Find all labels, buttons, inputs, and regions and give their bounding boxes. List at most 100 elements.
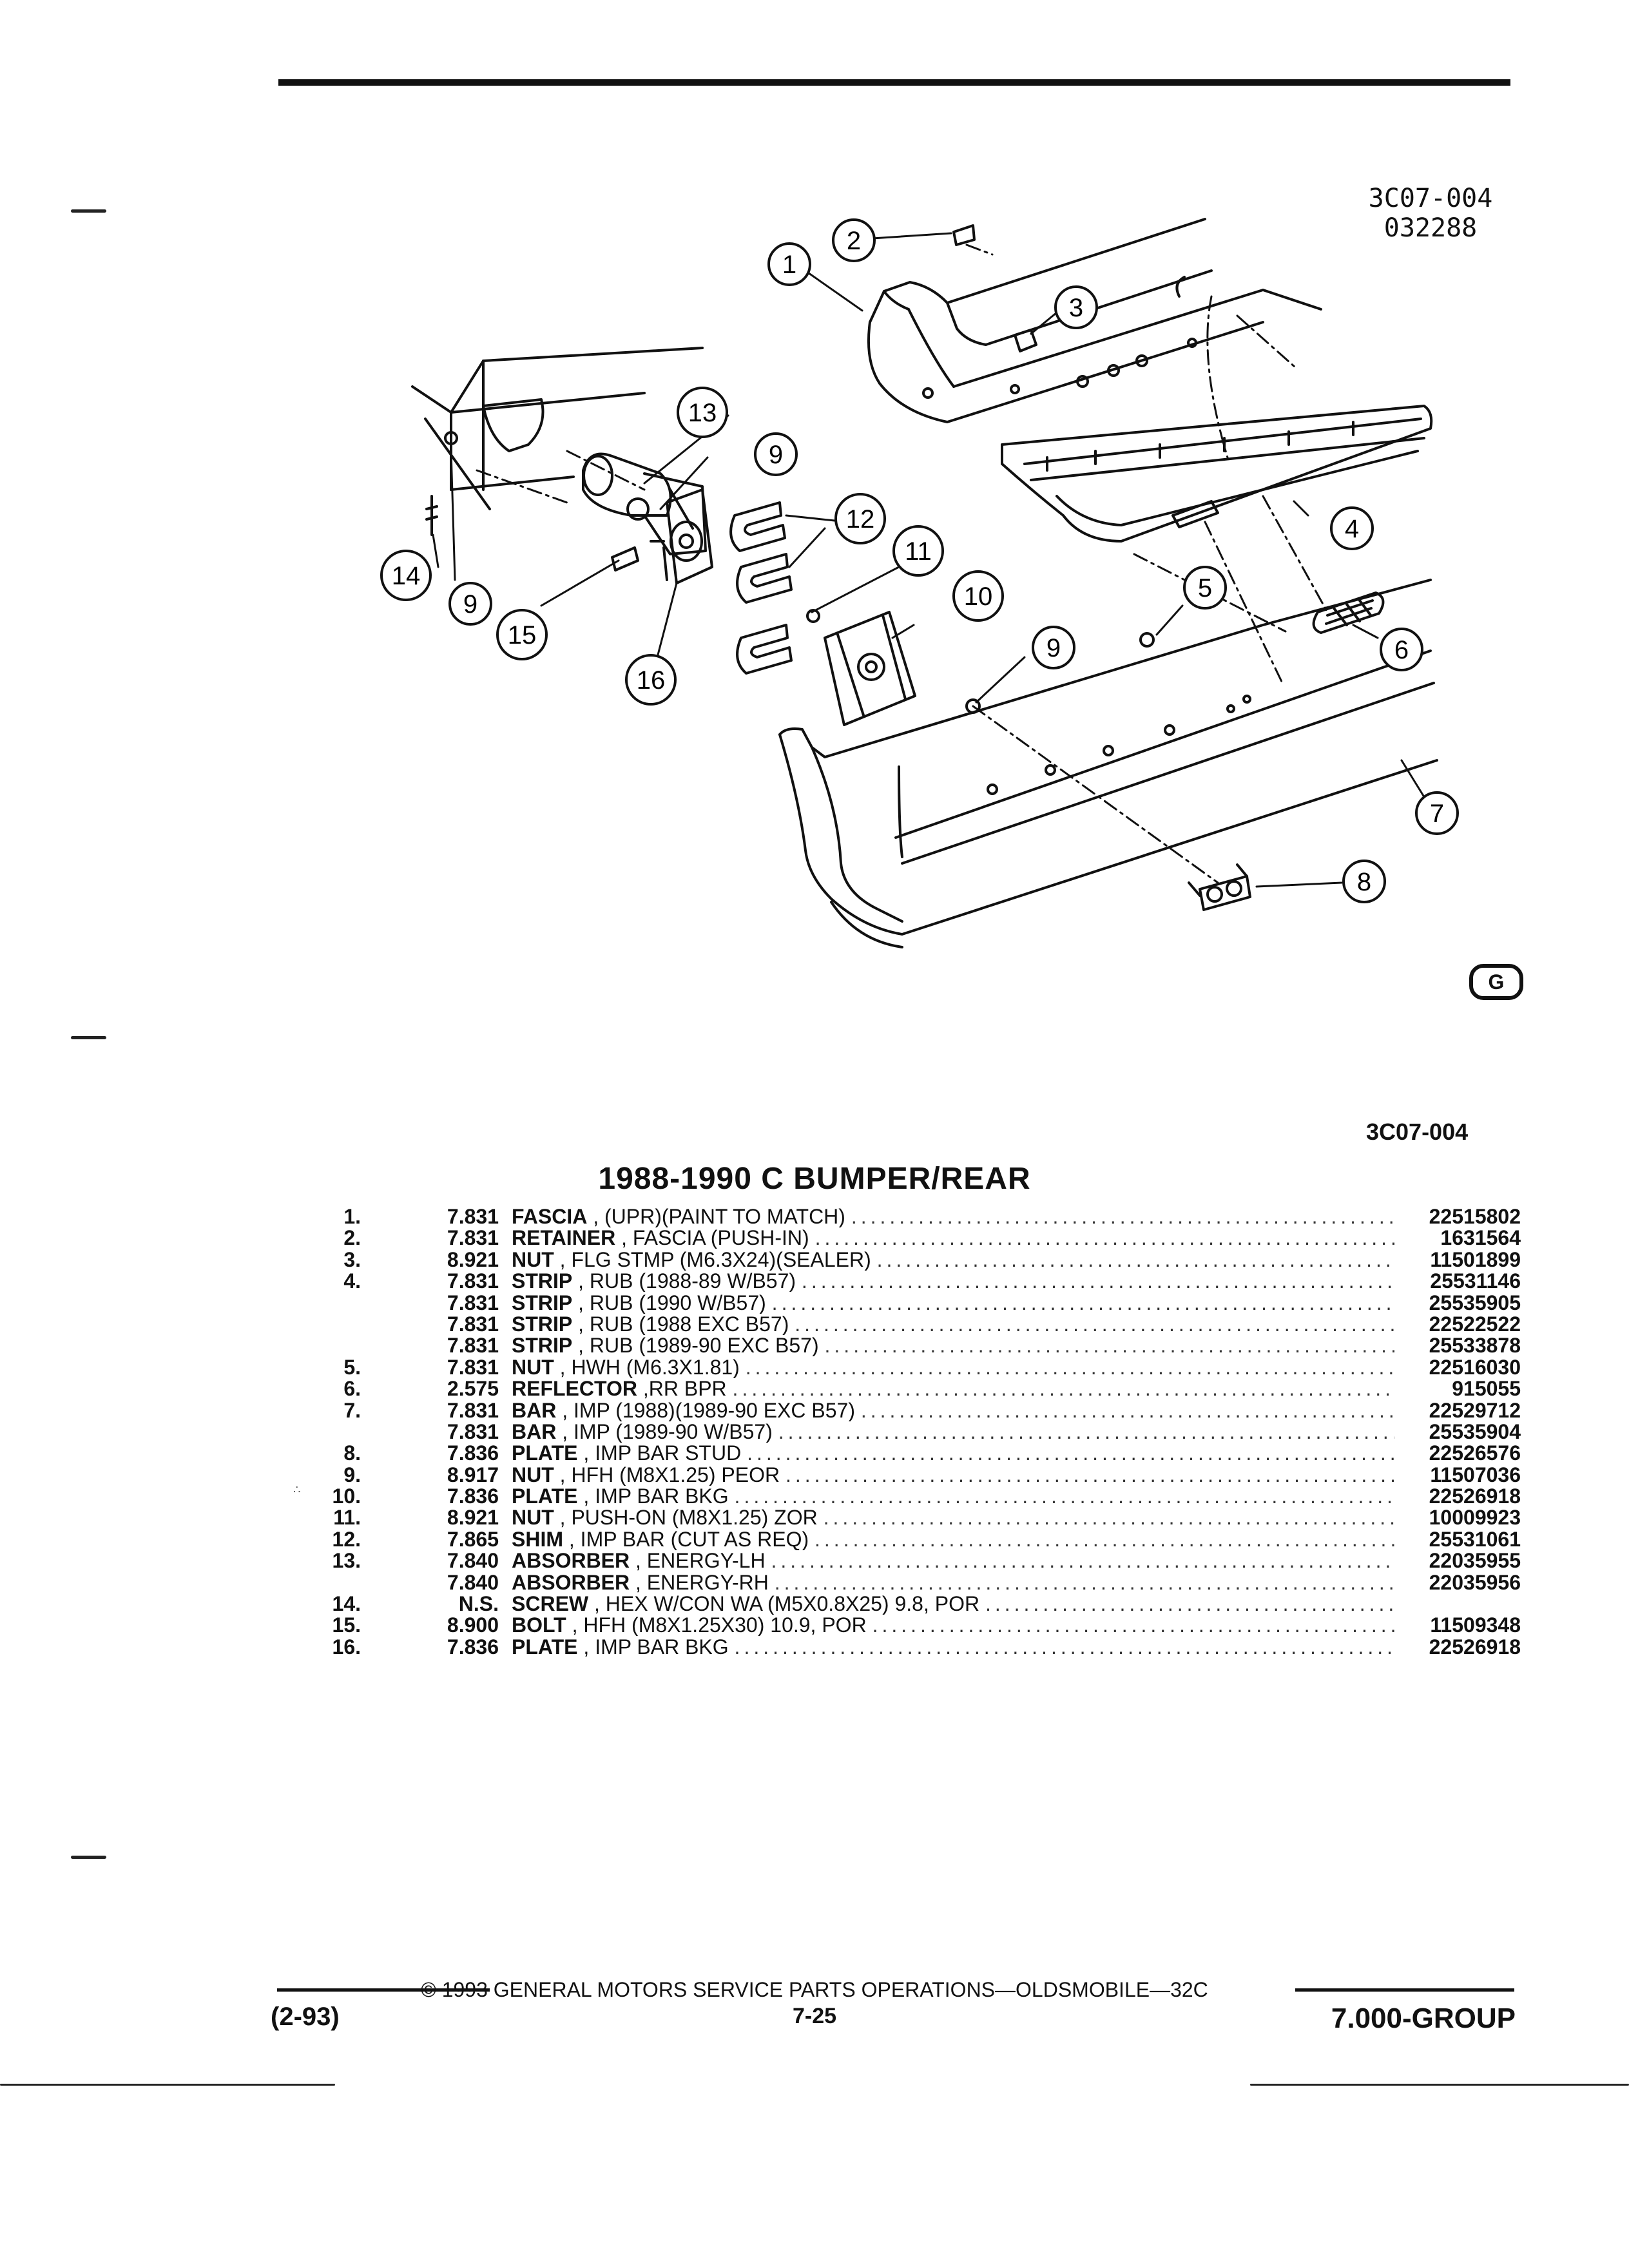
part-description: RETAINER , FASCIA (PUSH-IN) ............… <box>512 1227 1394 1249</box>
part-detail: , IMP BAR BKG <box>583 1636 729 1658</box>
part-description: SHIM , IMP BAR (CUT AS REQ) ............… <box>512 1529 1394 1550</box>
part-name: NUT <box>512 1249 554 1271</box>
callout-9: 9 <box>754 432 798 476</box>
part-detail: , (UPR)(PAINT TO MATCH) <box>593 1206 845 1227</box>
item-number: 7. <box>343 1398 361 1422</box>
callout-12: 12 <box>834 493 886 544</box>
leader-dots: ........................................… <box>795 1313 1394 1335</box>
item-number: 10. <box>332 1485 361 1508</box>
item-number: 13. <box>332 1549 361 1573</box>
margin-scribble: ∴ <box>293 1483 301 1496</box>
part-name: BAR <box>512 1399 557 1421</box>
callout-10: 10 <box>952 570 1004 622</box>
parts-row: 14.N.S.SCREW , HEX W/CON WA (M5X0.8X25) … <box>296 1593 1521 1615</box>
leader-dots: ........................................… <box>815 1528 1394 1550</box>
part-number: 25535905 <box>1429 1291 1521 1314</box>
group-label: 7.000-GROUP <box>1331 2003 1516 2034</box>
part-detail: , HEX W/CON WA (M5X0.8X25) 9.8, POR <box>594 1593 980 1615</box>
part-description: PLATE , IMP BAR BKG ....................… <box>512 1637 1394 1658</box>
svg-text:13: 13 <box>688 399 717 427</box>
group-code: 8.921 <box>447 1506 499 1530</box>
part-name: PLATE <box>512 1486 578 1508</box>
part-number: 1631564 <box>1440 1226 1521 1250</box>
part-number: 22516030 <box>1429 1355 1521 1379</box>
item-number: 8. <box>343 1441 361 1465</box>
part-number: 915055 <box>1452 1377 1521 1401</box>
bracket-drawing <box>662 488 713 584</box>
scan-edge-mark <box>71 209 106 213</box>
svg-text:10: 10 <box>964 582 993 611</box>
group-code: 7.831 <box>447 1334 499 1358</box>
impact-bar-drawing <box>778 579 1438 948</box>
drawing-date: 032288 <box>1383 213 1478 243</box>
part-number: 22522522 <box>1429 1312 1521 1336</box>
item-number: 3. <box>343 1247 361 1271</box>
part-name: RETAINER <box>512 1227 616 1249</box>
item-number: 15. <box>332 1613 361 1637</box>
part-description: STRIP , RUB (1988 EXC B57) .............… <box>512 1314 1394 1335</box>
scan-edge-mark <box>71 1856 106 1859</box>
item-number: 1. <box>343 1205 361 1228</box>
svg-text:8: 8 <box>1357 868 1371 896</box>
top-rule <box>278 79 1510 86</box>
shim-drawing <box>729 501 793 675</box>
part-detail: , IMP BAR (CUT AS REQ) <box>568 1528 809 1550</box>
part-description: NUT , HWH (M6.3X1.81) ..................… <box>512 1357 1394 1378</box>
fascia-drawing <box>867 218 1322 423</box>
leader-dots: ........................................… <box>785 1464 1394 1486</box>
part-description: NUT , HFH (M8X1.25) PEOR ...............… <box>512 1465 1394 1486</box>
footer-rule-left <box>277 1988 490 1992</box>
group-code: 8.900 <box>447 1613 499 1637</box>
item-number: 2. <box>343 1226 361 1250</box>
svg-text:9: 9 <box>463 590 477 619</box>
part-number: 22515802 <box>1429 1205 1521 1228</box>
group-code: 7.831 <box>447 1355 499 1379</box>
part-description: REFLECTOR ,RR BPR ......................… <box>512 1378 1394 1399</box>
part-number: 22526918 <box>1429 1635 1521 1658</box>
part-description: PLATE , IMP BAR BKG ....................… <box>512 1486 1394 1507</box>
svg-text:4: 4 <box>1345 515 1359 543</box>
reflector-drawing <box>1312 591 1385 634</box>
group-code: 7.865 <box>447 1527 499 1551</box>
leader-dots: ........................................… <box>860 1399 1394 1421</box>
callout-1: 1 <box>767 242 811 286</box>
leader-dots: ........................................… <box>851 1206 1394 1227</box>
leader-dots: ........................................… <box>771 1550 1394 1572</box>
part-detail: , FASCIA (PUSH-IN) <box>621 1227 809 1249</box>
svg-text:16: 16 <box>637 666 666 695</box>
callout-16: 16 <box>625 654 677 706</box>
page-title: 1988-1990 C BUMPER/REAR <box>598 1162 1031 1196</box>
part-number: 11507036 <box>1430 1463 1521 1486</box>
date-code: (2-93) <box>271 2003 340 2031</box>
bracket-plate-drawing <box>824 611 916 726</box>
svg-text:5: 5 <box>1198 574 1212 602</box>
group-code: 7.831 <box>447 1291 499 1314</box>
callout-9: 9 <box>1032 626 1075 669</box>
item-number: 14. <box>332 1592 361 1616</box>
part-detail: , FLG STMP (M6.3X24)(SEALER) <box>559 1249 871 1271</box>
gm-logo-mark: G <box>1469 964 1523 1000</box>
part-number: 22526576 <box>1429 1441 1521 1465</box>
part-number: 22035956 <box>1429 1570 1521 1594</box>
part-detail: , HFH (M8X1.25) PEOR <box>559 1464 780 1486</box>
item-number: 12. <box>332 1527 361 1551</box>
parts-row: 12. 7.865 SHIM , IMP BAR (CUT AS REQ) ....… <box>296 1527 1521 1551</box>
item-number: 11. <box>333 1506 361 1530</box>
group-code: 7.831 <box>447 1205 499 1228</box>
svg-text:15: 15 <box>508 621 537 649</box>
svg-text:6: 6 <box>1394 636 1409 664</box>
reference-code: 3C07-004 <box>1366 1119 1469 1145</box>
part-name: ABSORBER <box>512 1571 630 1593</box>
group-code: 8.921 <box>447 1247 499 1271</box>
part-detail: , IMP (1989-90 W/B57) <box>562 1421 773 1443</box>
footer-rule-right <box>1295 1988 1514 1992</box>
